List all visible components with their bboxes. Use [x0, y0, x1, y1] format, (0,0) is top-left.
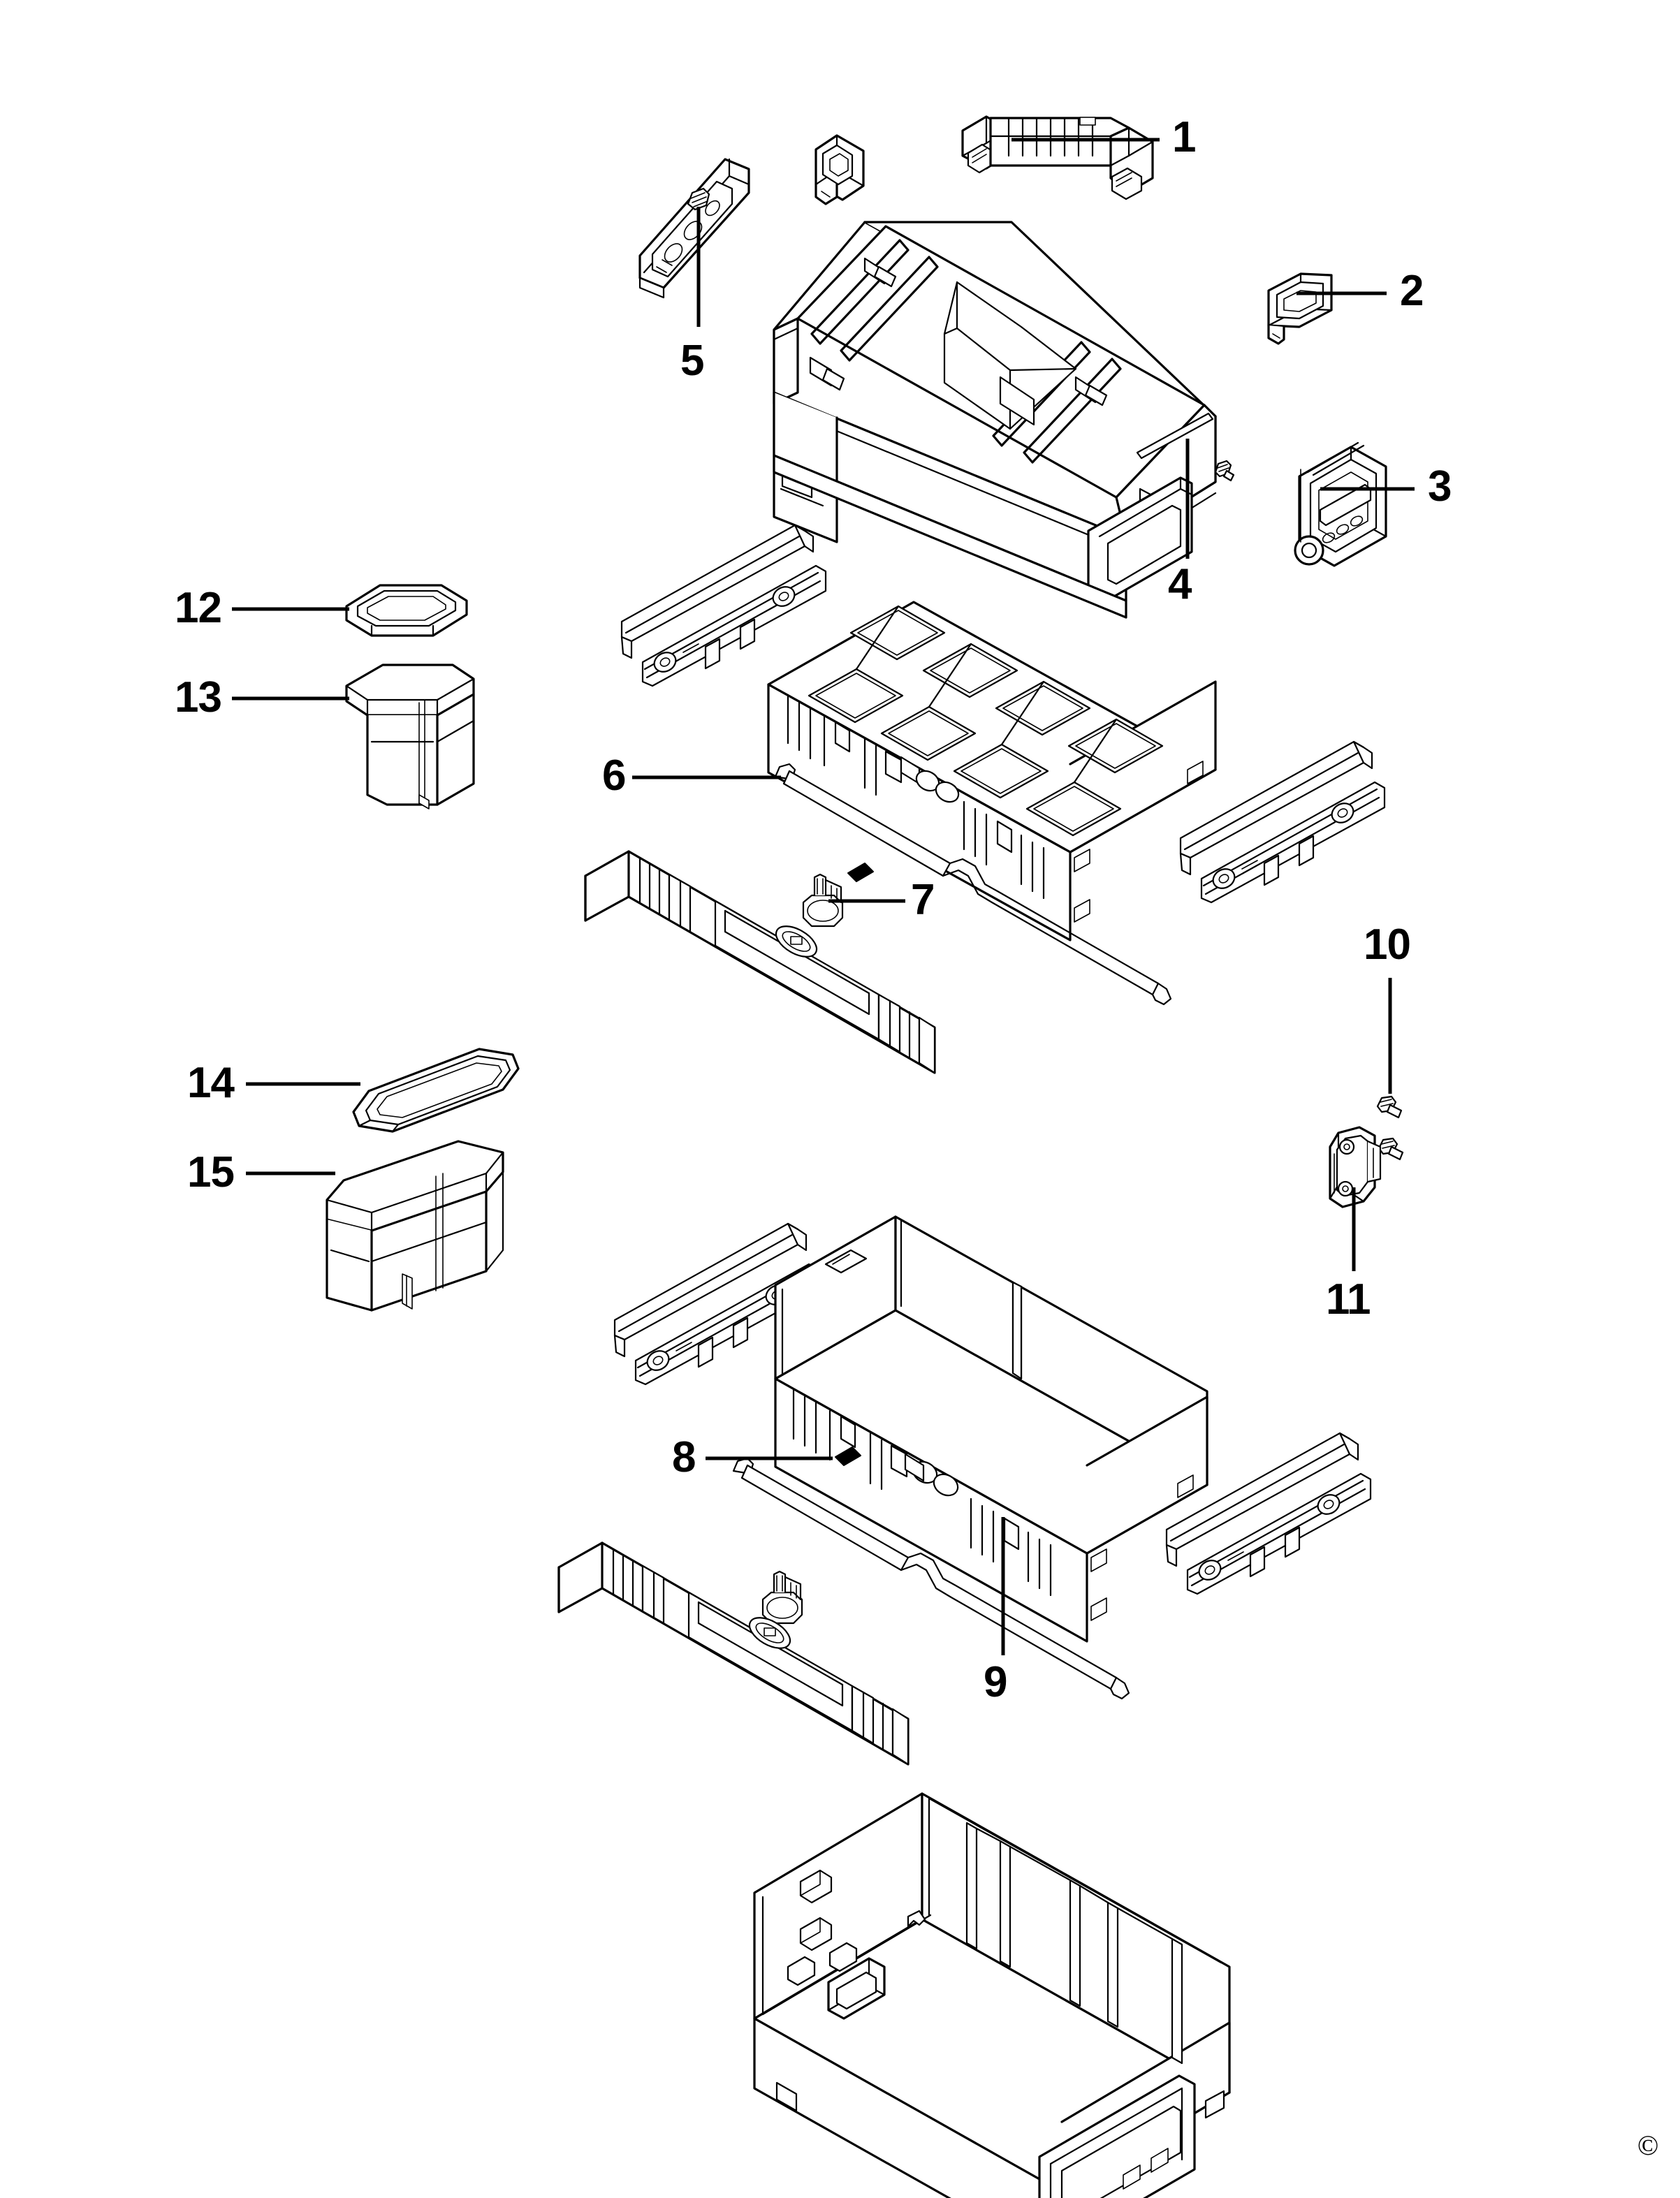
callout-number-8: 8	[672, 1433, 696, 1481]
callout-number-1: 1	[1172, 113, 1196, 161]
side-latch-assembly	[1294, 441, 1387, 567]
lower-drawer-body	[774, 1215, 1208, 1643]
lid-hinge-rod	[1136, 412, 1214, 460]
latch-screw-small	[1214, 460, 1235, 482]
callout-number-9: 9	[984, 1658, 1007, 1706]
small-cup	[345, 664, 475, 809]
lid-screw	[687, 187, 710, 225]
callout-number-14: 14	[187, 1059, 235, 1107]
callout-number-7: 7	[911, 876, 935, 924]
latch-strike-plate	[1267, 272, 1333, 345]
base-chassis	[753, 1792, 1231, 2198]
mounting-screw-lower	[1378, 1137, 1404, 1161]
callout-number-15: 15	[187, 1148, 235, 1196]
long-cup	[326, 1140, 504, 1312]
lower-drawer-assembly-group	[557, 1215, 1372, 1766]
callout-number-12: 12	[175, 584, 222, 632]
carry-handle-part	[961, 115, 1154, 200]
right-hardware-group	[1329, 1095, 1404, 1208]
callout-number-5: 5	[680, 337, 704, 385]
lid-assembly-group	[638, 115, 1387, 619]
upper-drawer-assembly-group	[584, 524, 1386, 1074]
callout-number-11: 11	[1326, 1275, 1371, 1324]
lid-latch-bar	[638, 158, 750, 299]
callout-number-2: 2	[1400, 267, 1424, 315]
callout-number-10: 10	[1364, 921, 1411, 969]
drawer-stop-bracket	[1329, 1126, 1382, 1208]
small-cup-lid	[345, 584, 468, 637]
latch-strike-small	[815, 134, 865, 205]
callout-number-6: 6	[602, 752, 626, 800]
leader-lines	[232, 138, 1415, 1655]
upper-drawer-front	[584, 850, 936, 1074]
mounting-screw-upper	[1376, 1095, 1403, 1119]
lower-drawer-front	[557, 1541, 910, 1766]
callout-number-4: 4	[1168, 560, 1192, 608]
callout-number-13: 13	[175, 673, 222, 721]
lower-latch-button	[761, 1570, 803, 1625]
long-cup-lid	[352, 1048, 520, 1133]
callout-number-3: 3	[1428, 462, 1452, 511]
upper-roll-pin	[847, 863, 874, 882]
slide-rail-upper-left	[620, 524, 827, 687]
lower-roll-pin	[835, 1446, 861, 1466]
upper-drawer-body	[767, 601, 1217, 942]
copyright-mark: ©	[1637, 2130, 1659, 2161]
lid-body	[773, 221, 1217, 619]
small-parts-group	[326, 584, 520, 1312]
